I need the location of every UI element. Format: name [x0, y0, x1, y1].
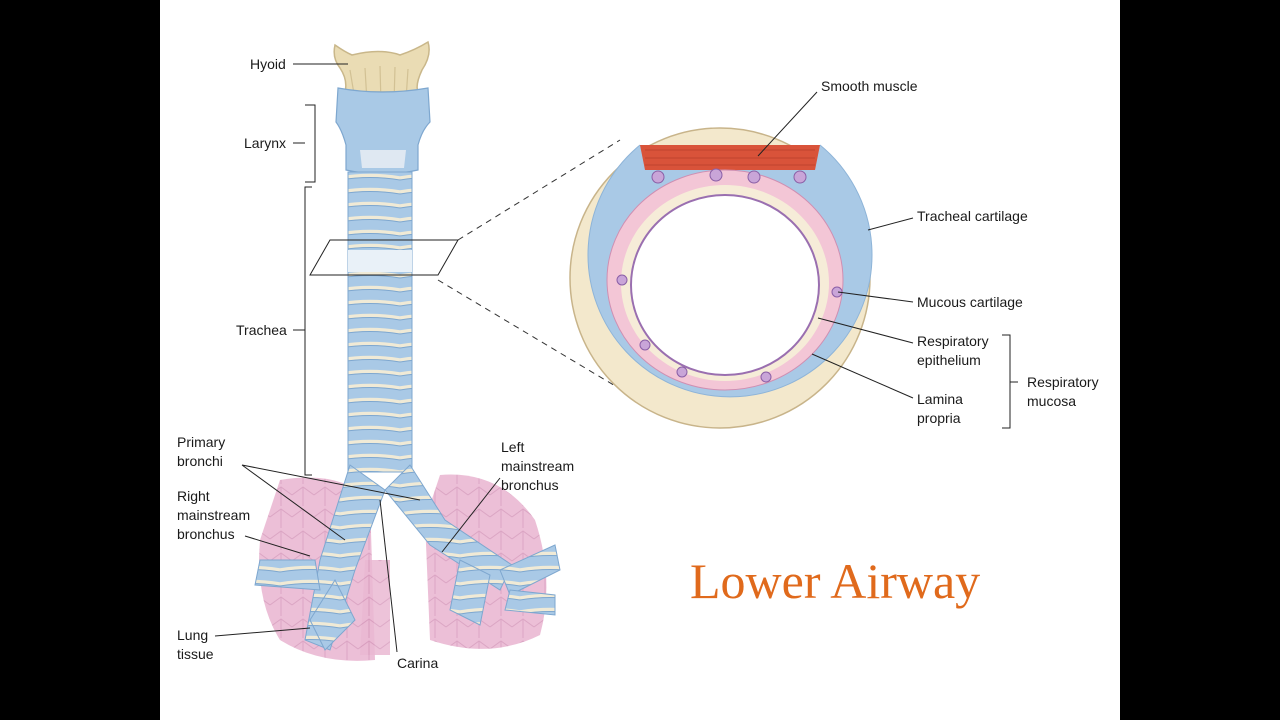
trachea-cross-section	[569, 127, 873, 429]
leader-lines	[214, 63, 1018, 653]
label-trachea: Trachea	[236, 322, 287, 338]
airway-illustration	[214, 40, 1018, 661]
label-tracheal-cartilage: Tracheal cartilage	[917, 208, 1028, 224]
label-hyoid: Hyoid	[250, 56, 286, 72]
label-larynx: Larynx	[244, 135, 287, 151]
trachea-shape	[347, 171, 413, 473]
larynx-shape	[335, 87, 431, 175]
label-smooth-muscle: Smooth muscle	[821, 78, 918, 94]
label-carina: Carina	[397, 655, 439, 671]
bronchi-shapes	[254, 464, 561, 651]
label-mucous-cartilage: Mucous cartilage	[917, 294, 1023, 310]
slide-title: Lower Airway	[690, 553, 981, 609]
hyoid-bone	[333, 40, 430, 93]
